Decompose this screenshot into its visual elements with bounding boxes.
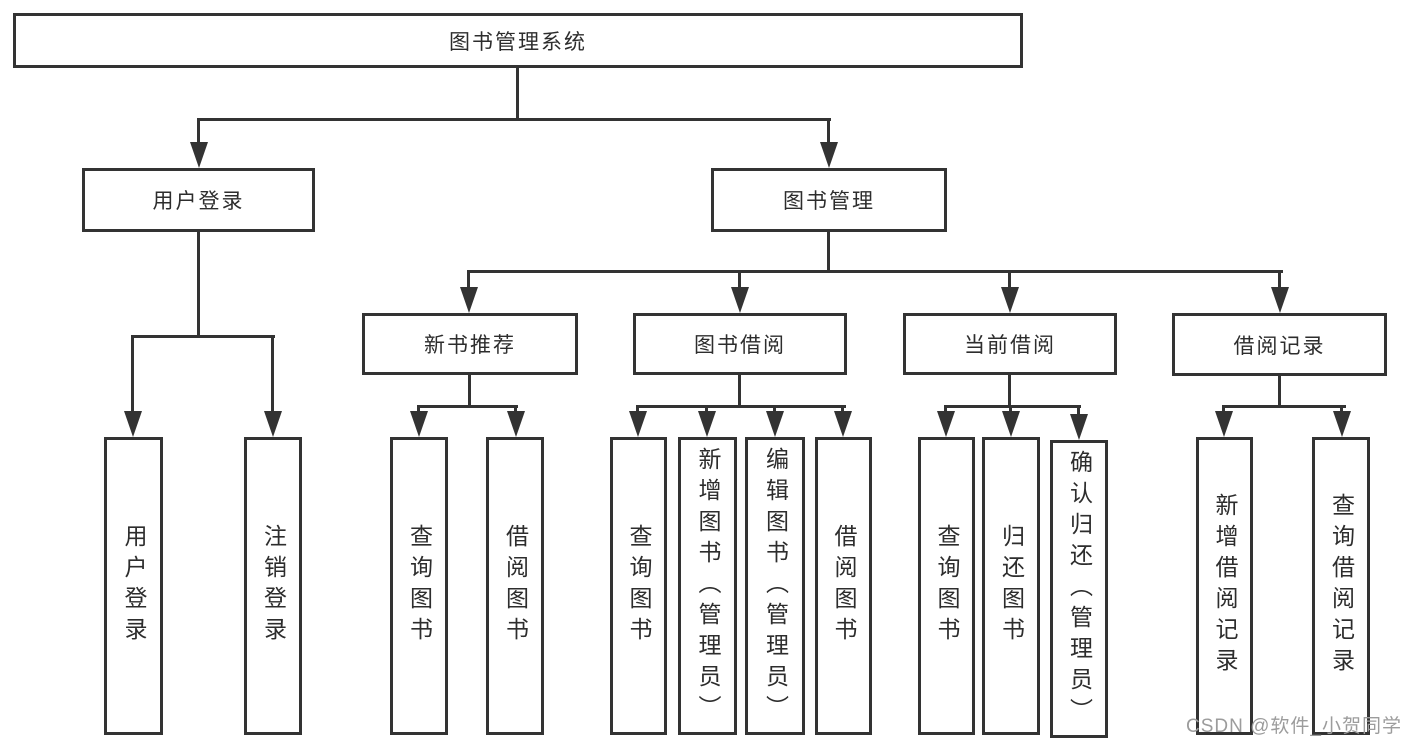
connector-line [1008,271,1011,291]
node-label: 图书借阅 [694,334,786,357]
leaf-add-books-admin: 新增图书（管理员） [678,437,737,735]
leaf-query-books: 查询图书 [610,437,667,735]
node-label: 新增图书（管理员） [695,446,721,726]
node-label: 查询图书 [934,524,960,648]
connector-line [516,68,519,120]
node-label: 新书推荐 [424,334,516,357]
connector-line [271,336,274,416]
node-current-borrowing: 当前借阅 [903,313,1117,375]
arrowhead-icon [820,142,838,168]
arrowhead-icon [937,411,955,437]
node-label: 借阅图书 [502,524,529,648]
arrowhead-icon [460,287,478,313]
connector-line [944,405,1081,408]
connector-line [1077,406,1080,418]
arrowhead-icon [190,142,208,168]
arrowhead-icon [698,411,716,437]
leaf-user-login: 用户登录 [104,437,163,735]
node-label: 注销登录 [260,524,287,648]
node-label: 查询借阅记录 [1328,493,1355,679]
node-label: 确认归还（管理员） [1066,449,1093,729]
node-label: 借阅记录 [1233,334,1326,358]
node-label: 用户登录 [121,524,147,648]
arrowhead-icon [1215,411,1233,437]
node-label: 当前借阅 [964,334,1056,357]
arrowhead-icon [1333,411,1351,437]
node-borrowing-records: 借阅记录 [1172,313,1387,376]
arrowhead-icon [264,411,282,437]
arrowhead-icon [507,411,525,437]
arrowhead-icon [1001,287,1019,313]
arrowhead-icon [731,287,749,313]
arrowhead-icon [834,411,852,437]
leaf-confirm-return-admin: 确认归还（管理员） [1050,440,1108,738]
leaf-return-books: 归还图书 [982,437,1040,735]
node-new-book-recommendation: 新书推荐 [362,313,578,375]
leaf-borrow-books: 借阅图书 [815,437,872,735]
leaf-edit-books-admin: 编辑图书（管理员） [745,437,805,735]
connector-line [1278,376,1281,407]
node-label: 查询图书 [406,524,433,648]
node-label: 查询图书 [626,524,652,648]
connector-line [197,232,200,337]
node-label: 用户登录 [152,190,245,213]
connector-line [1222,405,1346,408]
node-label: 归还图书 [998,524,1025,648]
node-book-borrowing: 图书借阅 [633,313,847,375]
leaf-query-books: 查询图书 [918,437,975,735]
arrowhead-icon [1070,414,1088,440]
connector-line [197,118,831,121]
leaf-borrow-books: 借阅图书 [486,437,544,735]
connector-line [131,335,275,338]
node-root: 图书管理系统 [13,13,1023,68]
connector-line [827,232,830,273]
connector-line [827,119,830,145]
connector-line [197,119,200,145]
leaf-logout: 注销登录 [244,437,302,735]
connector-line [131,336,134,416]
node-label: 借阅图书 [831,524,857,648]
node-label: 编辑图书（管理员） [762,446,789,726]
connector-line [467,270,1283,273]
connector-line [1278,271,1281,291]
arrowhead-icon [766,411,784,437]
connector-line [1008,375,1011,407]
leaf-query-borrow-record: 查询借阅记录 [1312,437,1370,735]
arrowhead-icon [124,411,142,437]
csdn-watermark: CSDN @软件_小贺同学 [1186,716,1402,737]
node-label: 图书管理 [783,190,875,213]
leaf-add-borrow-record: 新增借阅记录 [1196,437,1253,735]
arrowhead-icon [410,411,428,437]
arrowhead-icon [1002,411,1020,437]
connector-line [636,405,846,408]
node-label: 新增借阅记录 [1212,493,1238,679]
node-user-login: 用户登录 [82,168,315,232]
connector-line [738,271,741,291]
connector-line [468,375,471,407]
connector-line [738,375,741,407]
connector-line [417,405,518,408]
node-label: 图书管理系统 [449,30,587,54]
connector-line [467,271,470,291]
leaf-query-books: 查询图书 [390,437,448,735]
arrowhead-icon [629,411,647,437]
arrowhead-icon [1271,287,1289,313]
node-book-management: 图书管理 [711,168,947,232]
